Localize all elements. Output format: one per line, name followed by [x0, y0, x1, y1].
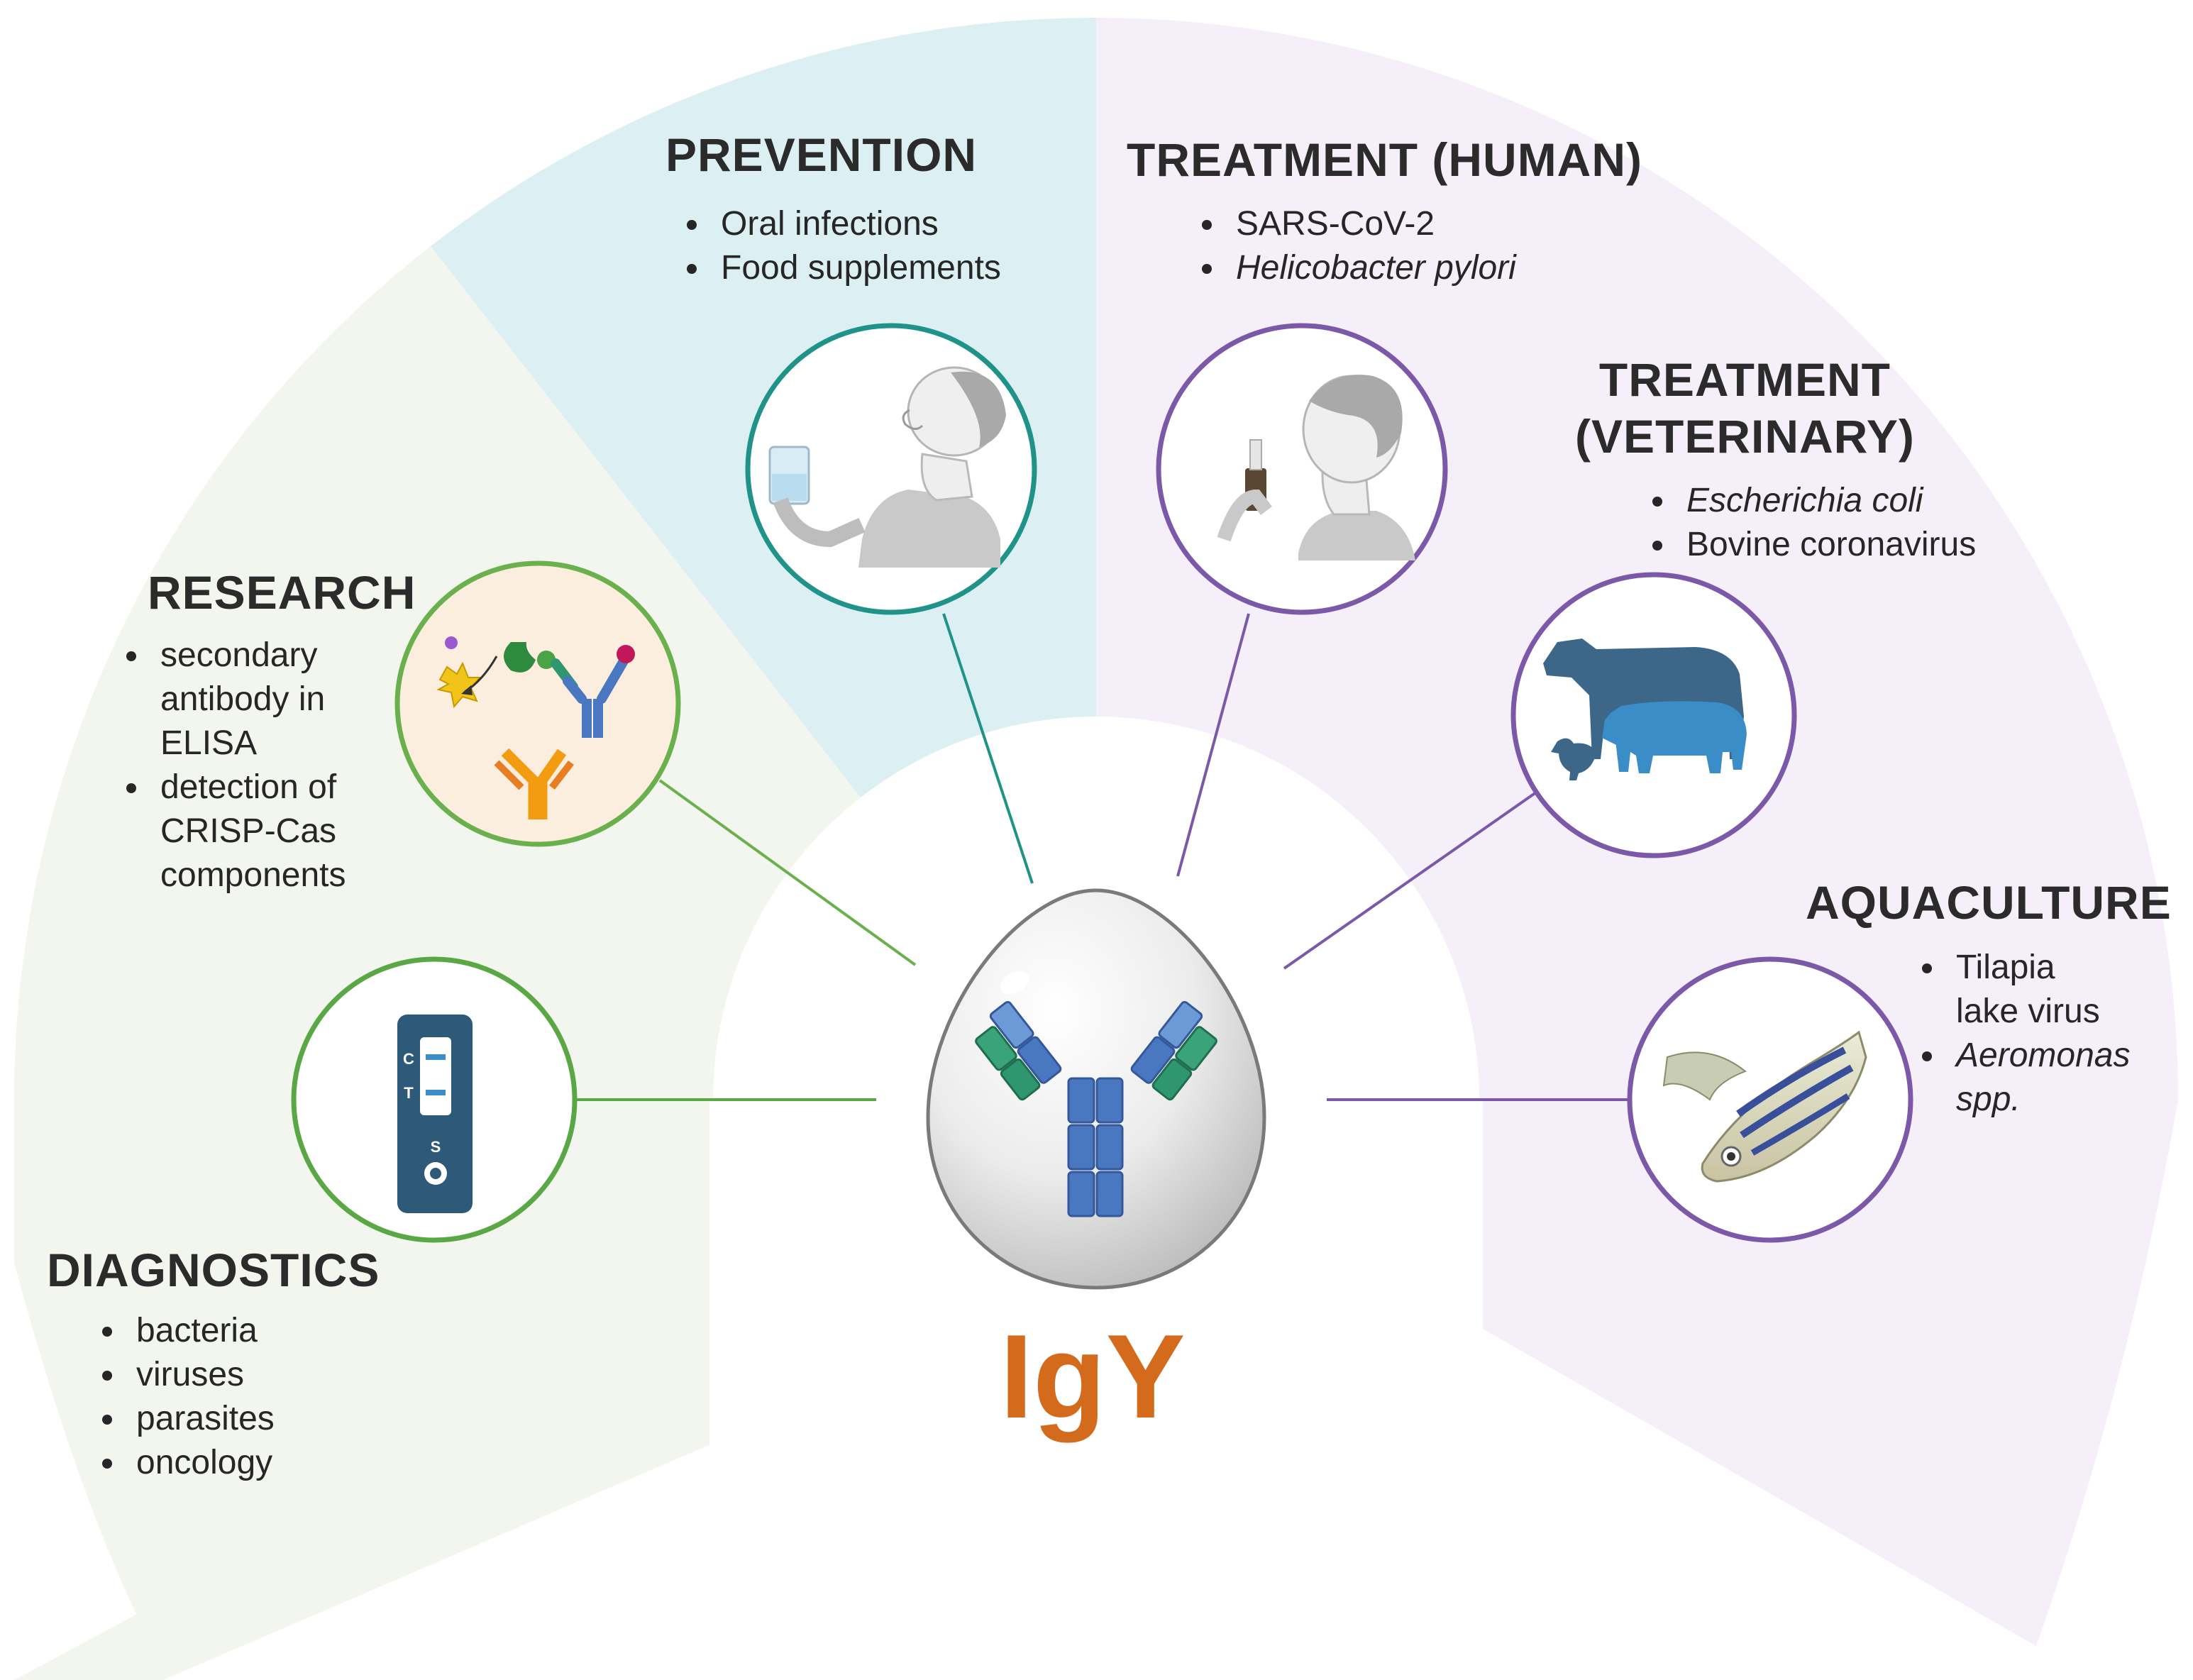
diagnostics-title: DIAGNOSTICS — [47, 1244, 380, 1296]
person-drinking-icon — [768, 366, 1006, 568]
prevention-title: PREVENTION — [665, 128, 978, 181]
research-list: secondary antibody in ELISA detection of… — [122, 634, 346, 897]
treatment-human-circle — [1156, 323, 1448, 615]
diagnostics-list: bacteria viruses parasites oncology — [98, 1309, 275, 1485]
farm-animals-icon — [1543, 639, 1747, 780]
pig-icon — [1602, 701, 1747, 773]
list-item: Tilapia — [1918, 946, 2130, 990]
connector-lines — [575, 613, 1628, 1101]
diagnostics-circle: C T S — [291, 956, 578, 1243]
list-item: antibody in — [160, 680, 326, 718]
person-nasal-spray-icon — [1217, 375, 1415, 560]
antibody-elisa-icon — [436, 636, 635, 819]
treatment-veterinary-list: Escherichia coli Bovine coronavirus — [1648, 479, 1976, 567]
list-item: components — [160, 856, 346, 894]
research-title: RESEARCH — [148, 566, 416, 619]
treatment-human-list: SARS-CoV-2 Helicobacter pylori — [1198, 202, 1516, 290]
list-item: detection of — [122, 766, 346, 809]
prevention-circle — [745, 323, 1037, 615]
connector-prevention — [942, 613, 1034, 884]
connector-treatment-human — [1176, 613, 1250, 877]
cow-icon — [1543, 639, 1744, 759]
antibody-icon — [975, 1000, 1217, 1217]
connector-treatment-veterinary — [1283, 786, 1545, 970]
prevention-list: Oral infections Food supplements — [683, 202, 1001, 290]
aquaculture-circle — [1627, 956, 1913, 1243]
treatment-human-title: TREATMENT (HUMAN) — [1127, 133, 1642, 186]
list-item: lake virus — [1956, 993, 2100, 1030]
list-item: SARS-CoV-2 — [1198, 202, 1516, 246]
center-egg — [926, 888, 1266, 1290]
list-item: CRISP-Cas — [160, 812, 337, 850]
list-item: secondary — [122, 634, 346, 678]
list-item: Helicobacter pylori — [1198, 246, 1516, 290]
list-item: Bovine coronavirus — [1648, 523, 1976, 567]
aquaculture-title: AQUACULTURE — [1806, 876, 2172, 929]
list-item: parasites — [98, 1397, 275, 1441]
igy-label: IgY — [1000, 1310, 1186, 1443]
list-item: bacteria — [98, 1309, 275, 1353]
aquaculture-list: Tilapia lake virus Aeromonas spp. — [1918, 946, 2130, 1122]
list-item: ELISA — [160, 724, 258, 762]
list-item: spp. — [1956, 1081, 2021, 1118]
list-item: viruses — [98, 1353, 275, 1397]
list-item: Escherichia coli — [1648, 479, 1976, 523]
treatment-veterinary-title-line: TREATMENT — [1598, 353, 1891, 406]
research-circle — [394, 560, 681, 847]
list-item: Oral infections — [683, 202, 1001, 246]
list-item: Aeromonas — [1918, 1034, 2130, 1078]
list-item: oncology — [98, 1441, 275, 1485]
lateral-flow-test-icon: C T S — [397, 1015, 473, 1213]
connector-research — [658, 779, 917, 966]
test-label-t: T — [404, 1084, 414, 1102]
test-label-c: C — [403, 1050, 414, 1068]
zebrafish-icon — [1662, 1030, 1867, 1183]
list-item: Food supplements — [683, 246, 1001, 290]
hen-icon — [1551, 738, 1596, 780]
treatment-veterinary-title: TREATMENT (VETERINARY) — [1575, 351, 1915, 465]
treatment-veterinary-title-line: (VETERINARY) — [1575, 410, 1915, 463]
test-label-s: S — [431, 1138, 441, 1156]
sector-backgrounds — [13, 17, 2178, 1680]
treatment-veterinary-circle — [1510, 572, 1797, 858]
